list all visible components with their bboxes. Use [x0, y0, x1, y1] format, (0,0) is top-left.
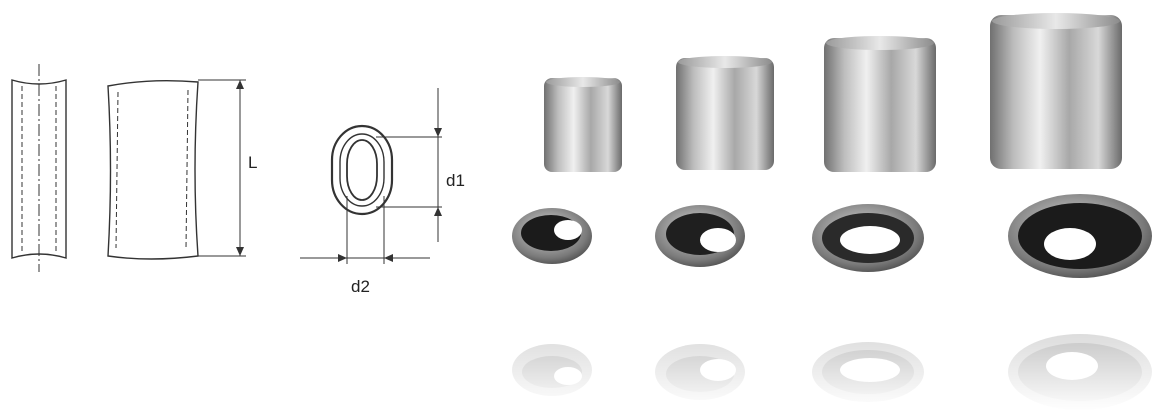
ferrule-end-large: [812, 204, 924, 272]
ferrule-side-small: [544, 77, 622, 172]
ferrule-side-xlarge: [990, 13, 1122, 169]
ferrule-side-large: [824, 36, 936, 172]
cross-section-drawing: [300, 88, 442, 264]
ferrule-side-medium: [676, 56, 774, 170]
ferrule-end-small: [512, 208, 592, 264]
reflection-fade: [490, 330, 1164, 412]
length-label: L: [248, 153, 257, 172]
ferrule-end-views: [512, 194, 1152, 278]
profile-view-drawing: [107, 79, 246, 260]
d1-label: d1: [446, 171, 465, 190]
side-view-drawing: [11, 64, 67, 272]
ferrule-end-medium: [655, 205, 745, 267]
ferrule-end-xlarge: [1008, 194, 1152, 278]
ferrule-side-views: [544, 13, 1122, 172]
d2-label: d2: [351, 277, 370, 296]
